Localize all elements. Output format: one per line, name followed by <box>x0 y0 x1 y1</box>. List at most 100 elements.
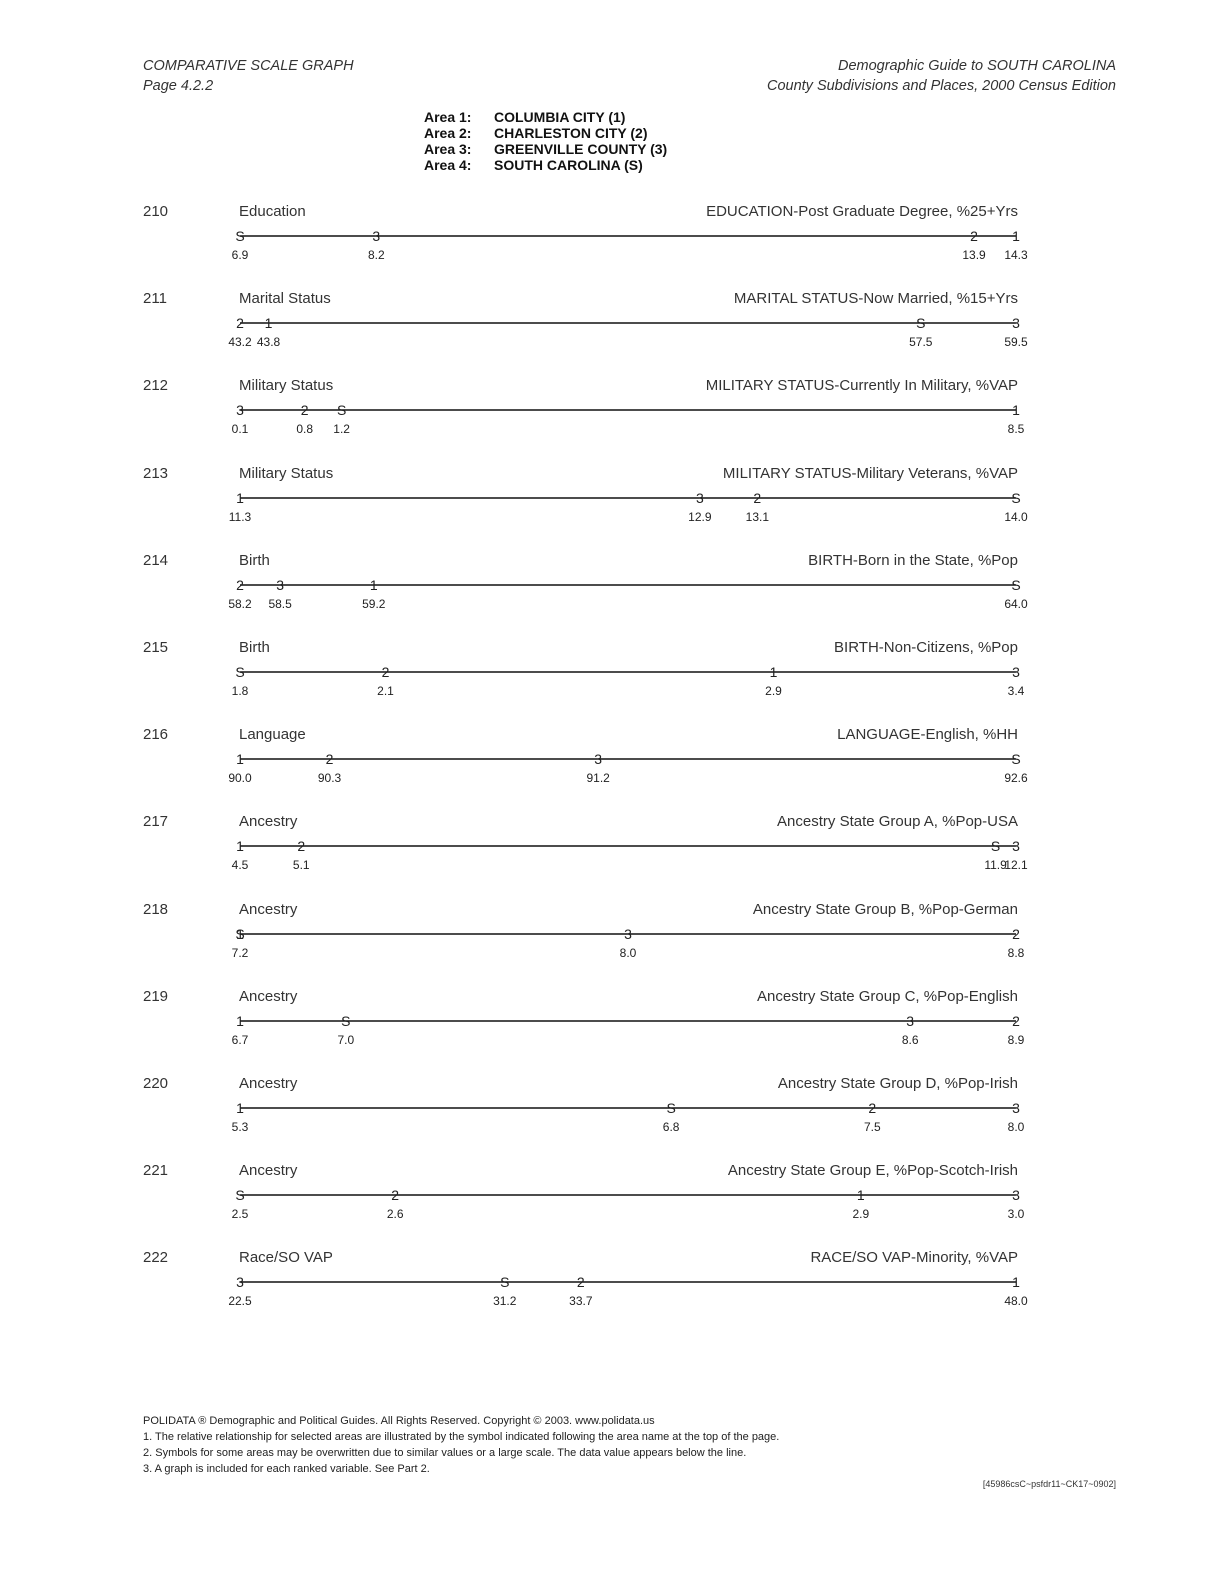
area-symbol-s: S <box>235 1187 244 1203</box>
value-label: 1.8 <box>232 684 249 698</box>
variable-number: 218 <box>143 900 169 918</box>
area-symbol-s: S <box>1011 577 1020 593</box>
area-symbol-3: 3 <box>1012 664 1020 680</box>
variable-category: Birth <box>239 639 270 656</box>
variable-category: Race/SO VAP <box>239 1249 333 1267</box>
variable-number: 221 <box>143 1162 169 1180</box>
guide-subtitle: County Subdivisions and Places, 2000 Cen… <box>766 78 1116 94</box>
guide-title: Demographic Guide to SOUTH CAROLINA <box>837 58 1116 74</box>
area-symbol-s: S <box>1011 751 1020 767</box>
legend-name: CHARLESTON CITY (2) <box>494 125 648 141</box>
value-label: 11.9 <box>984 858 1007 872</box>
area-symbol-3: 3 <box>696 490 704 506</box>
area-symbol-2: 2 <box>391 1187 399 1203</box>
value-label: 13.1 <box>746 510 770 524</box>
area-symbol-2: 2 <box>1012 1013 1020 1029</box>
variable-title: Ancestry State Group E, %Pop-Scotch-Iris… <box>727 1162 1018 1180</box>
legend-name: SOUTH CAROLINA (S) <box>494 157 643 173</box>
variable-title: BIRTH-Non-Citizens, %Pop <box>834 639 1018 656</box>
area-symbol-3: 3 <box>372 228 380 244</box>
footnote-1: 1. The relative relationship for selecte… <box>143 1431 780 1443</box>
variable-title: MILITARY STATUS-Military Veterans, %VAP <box>722 464 1018 482</box>
area-symbol-2: 2 <box>236 577 244 593</box>
value-label: 3.0 <box>1008 1207 1025 1221</box>
value-label: 59.2 <box>362 597 386 611</box>
value-label: 57.5 <box>909 335 933 349</box>
area-symbol-1: 1 <box>236 751 244 767</box>
area-symbol-1: 1 <box>770 664 778 680</box>
area-symbol-2: 2 <box>970 228 978 244</box>
area-symbol-3: 3 <box>276 577 284 593</box>
variable-number: 219 <box>143 987 169 1005</box>
area-symbol-s: S <box>341 1013 350 1029</box>
variable-category: Birth <box>239 551 270 569</box>
area-symbol-2: 2 <box>382 664 390 680</box>
variable-number: 210 <box>143 203 169 220</box>
scale-graph-219: 16.7S7.038.628.9 <box>232 1013 1025 1047</box>
area-symbol-3: 3 <box>906 1013 914 1029</box>
value-label: 33.7 <box>569 1294 593 1308</box>
legend-row-area-1: Area 1: COLUMBIA CITY (1) <box>424 109 667 125</box>
value-label: 2.5 <box>232 1207 249 1221</box>
value-label: 22.5 <box>228 1294 252 1308</box>
value-label: 5.1 <box>293 858 310 872</box>
legend-row-area-4: Area 4: SOUTH CAROLINA (S) <box>424 157 667 173</box>
page-number: Page 4.2.2 <box>143 78 214 94</box>
legend-label: Area 1: <box>424 109 472 125</box>
value-label: 3.4 <box>1008 684 1025 698</box>
value-label: 8.6 <box>902 1033 919 1047</box>
area-symbol-3: 3 <box>236 402 244 418</box>
scale-graph-221: S2.522.612.933.0 <box>232 1187 1025 1221</box>
variable-number: 215 <box>143 639 169 656</box>
variable-title: Ancestry State Group C, %Pop-English <box>757 987 1018 1005</box>
area-symbol-s: S <box>916 315 925 331</box>
value-label: 6.8 <box>663 1120 680 1134</box>
value-label: 8.8 <box>1008 946 1025 960</box>
value-label: 12.1 <box>1004 858 1028 872</box>
scale-graph-215: S1.822.112.933.4 <box>232 664 1025 698</box>
area-symbol-1: 1 <box>236 1013 244 1029</box>
variable-category: Marital Status <box>239 290 331 308</box>
value-label: 11.3 <box>229 510 252 524</box>
value-label: 12.9 <box>688 510 712 524</box>
area-symbol-1: 1 <box>236 490 244 506</box>
variable-title: RACE/SO VAP-Minority, %VAP <box>810 1249 1018 1267</box>
value-label: 8.9 <box>1008 1033 1025 1047</box>
value-label: 7.0 <box>337 1033 354 1047</box>
value-label: 8.2 <box>368 248 385 262</box>
area-symbol-2: 2 <box>577 1274 585 1290</box>
header-left: COMPARATIVE SCALE GRAPH Page 4.2.2 <box>143 56 354 96</box>
area-symbol-1: 1 <box>1012 402 1020 418</box>
scale-graph-220: 15.3S6.827.538.0 <box>232 1100 1025 1134</box>
variable-title: Ancestry State Group D, %Pop-Irish <box>777 1075 1018 1092</box>
area-symbol-s: S <box>235 664 244 680</box>
value-label: 2.1 <box>377 684 394 698</box>
value-label: 0.1 <box>232 422 249 436</box>
variable-number: 213 <box>143 464 169 482</box>
area-legend: Area 1: COLUMBIA CITY (1) Area 2: CHARLE… <box>424 109 667 173</box>
variable-number: 214 <box>143 551 169 569</box>
page-type-title: COMPARATIVE SCALE GRAPH <box>143 58 354 74</box>
variable-title: MARITAL STATUS-Now Married, %15+Yrs <box>733 290 1018 308</box>
legend-row-area-3: Area 3: GREENVILLE COUNTY (3) <box>424 141 667 157</box>
area-symbol-3: 3 <box>236 1274 244 1290</box>
area-symbol-s: S <box>235 926 244 942</box>
variable-category: Ancestry <box>239 813 298 831</box>
variable-title: LANGUAGE-English, %HH <box>837 726 1018 744</box>
value-label: 43.8 <box>257 335 281 349</box>
area-symbol-s: S <box>235 228 244 244</box>
area-symbol-2: 2 <box>301 402 309 418</box>
area-symbol-2: 2 <box>236 315 244 331</box>
value-label: 2.9 <box>852 1207 869 1221</box>
value-label: 2.6 <box>387 1207 404 1221</box>
value-label: 31.2 <box>493 1294 517 1308</box>
value-label: 48.0 <box>1004 1294 1028 1308</box>
legend-name: GREENVILLE COUNTY (3) <box>494 141 668 157</box>
value-label: 8.0 <box>1008 1120 1025 1134</box>
value-label: 13.9 <box>962 248 986 262</box>
variable-category: Military Status <box>239 464 334 482</box>
